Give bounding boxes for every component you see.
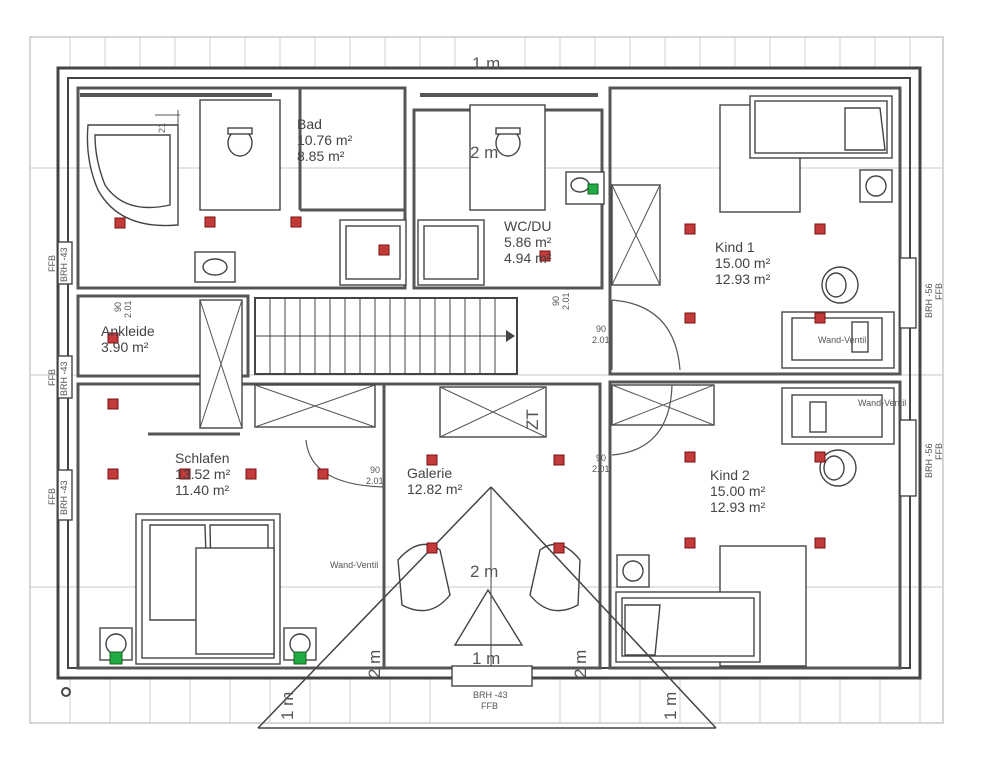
dim-bad-21: 21 xyxy=(157,123,167,133)
room-area-schlafen-1: 13.52 m² xyxy=(175,466,231,482)
room-area-wcdu-1: 5.86 m² xyxy=(504,234,552,250)
galerie-furniture xyxy=(257,386,717,729)
door-height-4: 2.01 xyxy=(123,300,133,318)
room-area-schlafen-2: 11.40 m² xyxy=(175,482,230,498)
brh-label-left-3: BRH -43 xyxy=(59,480,69,515)
door-height-5: 2.01 xyxy=(561,292,571,310)
brh-56-label-1: BRH -56 xyxy=(924,283,934,318)
wand-ventil-label-2: Wand-Ventil xyxy=(858,398,906,408)
ffb-label-left-1: FFB xyxy=(47,255,57,272)
ffb-label-2: FFB xyxy=(934,443,944,460)
room-name-bad: Bad xyxy=(297,116,322,132)
door-width-2: 90 xyxy=(596,453,606,463)
brh-label-left-2: BRH -43 xyxy=(59,361,69,396)
dim-top-1m: 1 m xyxy=(472,54,500,73)
room-name-kind1: Kind 1 xyxy=(715,239,755,255)
room-area-bad-1: 10.76 m² xyxy=(297,132,353,148)
brh-43-label: BRH -43 xyxy=(473,690,508,700)
room-area-bad-2: 8.85 m² xyxy=(297,148,345,164)
room-area-kind1-2: 12.93 m² xyxy=(715,271,771,287)
ffb-label-bottom: FFB xyxy=(481,701,498,711)
room-area-kind1-1: 15.00 m² xyxy=(715,255,771,271)
room-area-wcdu-2: 4.94 m² xyxy=(504,250,552,266)
annotations: Wand-Ventil Wand-Ventil Wand-Ventil 90 2… xyxy=(47,247,944,711)
room-name-galerie: Galerie xyxy=(407,465,452,481)
dim-wc-2m: 2 m xyxy=(470,143,498,162)
door-width-4: 90 xyxy=(113,302,123,312)
dimension-labels: 1 m 2 m 2 m 1 m 2 m 2 m 1 m 1 m 21 xyxy=(157,54,680,720)
door-height-3: 2.01 xyxy=(366,476,384,486)
ffb-label-left-2: FFB xyxy=(47,369,57,386)
room-labels: Bad 10.76 m² 8.85 m² WC/DU 5.86 m² 4.94 … xyxy=(101,116,771,515)
room-name-kind2: Kind 2 xyxy=(710,467,750,483)
ffb-label-1: FFB xyxy=(934,283,944,300)
dim-galerie-2m: 2 m xyxy=(470,562,498,581)
kind1-furniture xyxy=(611,95,895,371)
room-area-ankleide: 3.90 m² xyxy=(101,339,149,355)
room-area-galerie: 12.82 m² xyxy=(407,481,463,497)
door-width-3: 90 xyxy=(370,465,380,475)
brh-56-label-2: BRH -56 xyxy=(924,443,934,478)
windows xyxy=(57,241,917,521)
door-width-5: 90 xyxy=(551,296,561,306)
bad-fixtures xyxy=(86,99,407,286)
brh-label-left-1: BRH -43 xyxy=(59,247,69,282)
schlafen-furniture xyxy=(99,299,385,665)
room-name-ankleide: Ankleide xyxy=(101,323,155,339)
dim-bottom-left-1m: 1 m xyxy=(278,692,297,720)
dim-bottom-right-1m: 1 m xyxy=(661,692,680,720)
wand-ventil-label-1: Wand-Ventil xyxy=(818,335,866,345)
room-name-wcdu: WC/DU xyxy=(504,218,551,234)
room-area-kind2-1: 15.00 m² xyxy=(710,483,766,499)
dim-bottom-left-2m: 2 m xyxy=(365,650,384,678)
ffb-label-left-3: FFB xyxy=(47,488,57,505)
dim-bottom-right-2m: 2 m xyxy=(571,650,590,678)
heating-markers xyxy=(107,183,826,665)
room-name-schlafen: Schlafen xyxy=(175,450,229,466)
door-height-2: 2.01 xyxy=(592,464,610,474)
room-area-kind2-2: 12.93 m² xyxy=(710,499,766,515)
staircase xyxy=(254,297,518,375)
door-height-1: 2.01 xyxy=(592,335,610,345)
dim-bottom-center-1m: 1 m xyxy=(472,649,500,668)
kind2-furniture xyxy=(611,384,895,667)
door-width-1: 90 xyxy=(596,324,606,334)
wand-ventil-label-3: Wand-Ventil xyxy=(330,560,378,570)
zt-label: ZT xyxy=(523,409,542,430)
